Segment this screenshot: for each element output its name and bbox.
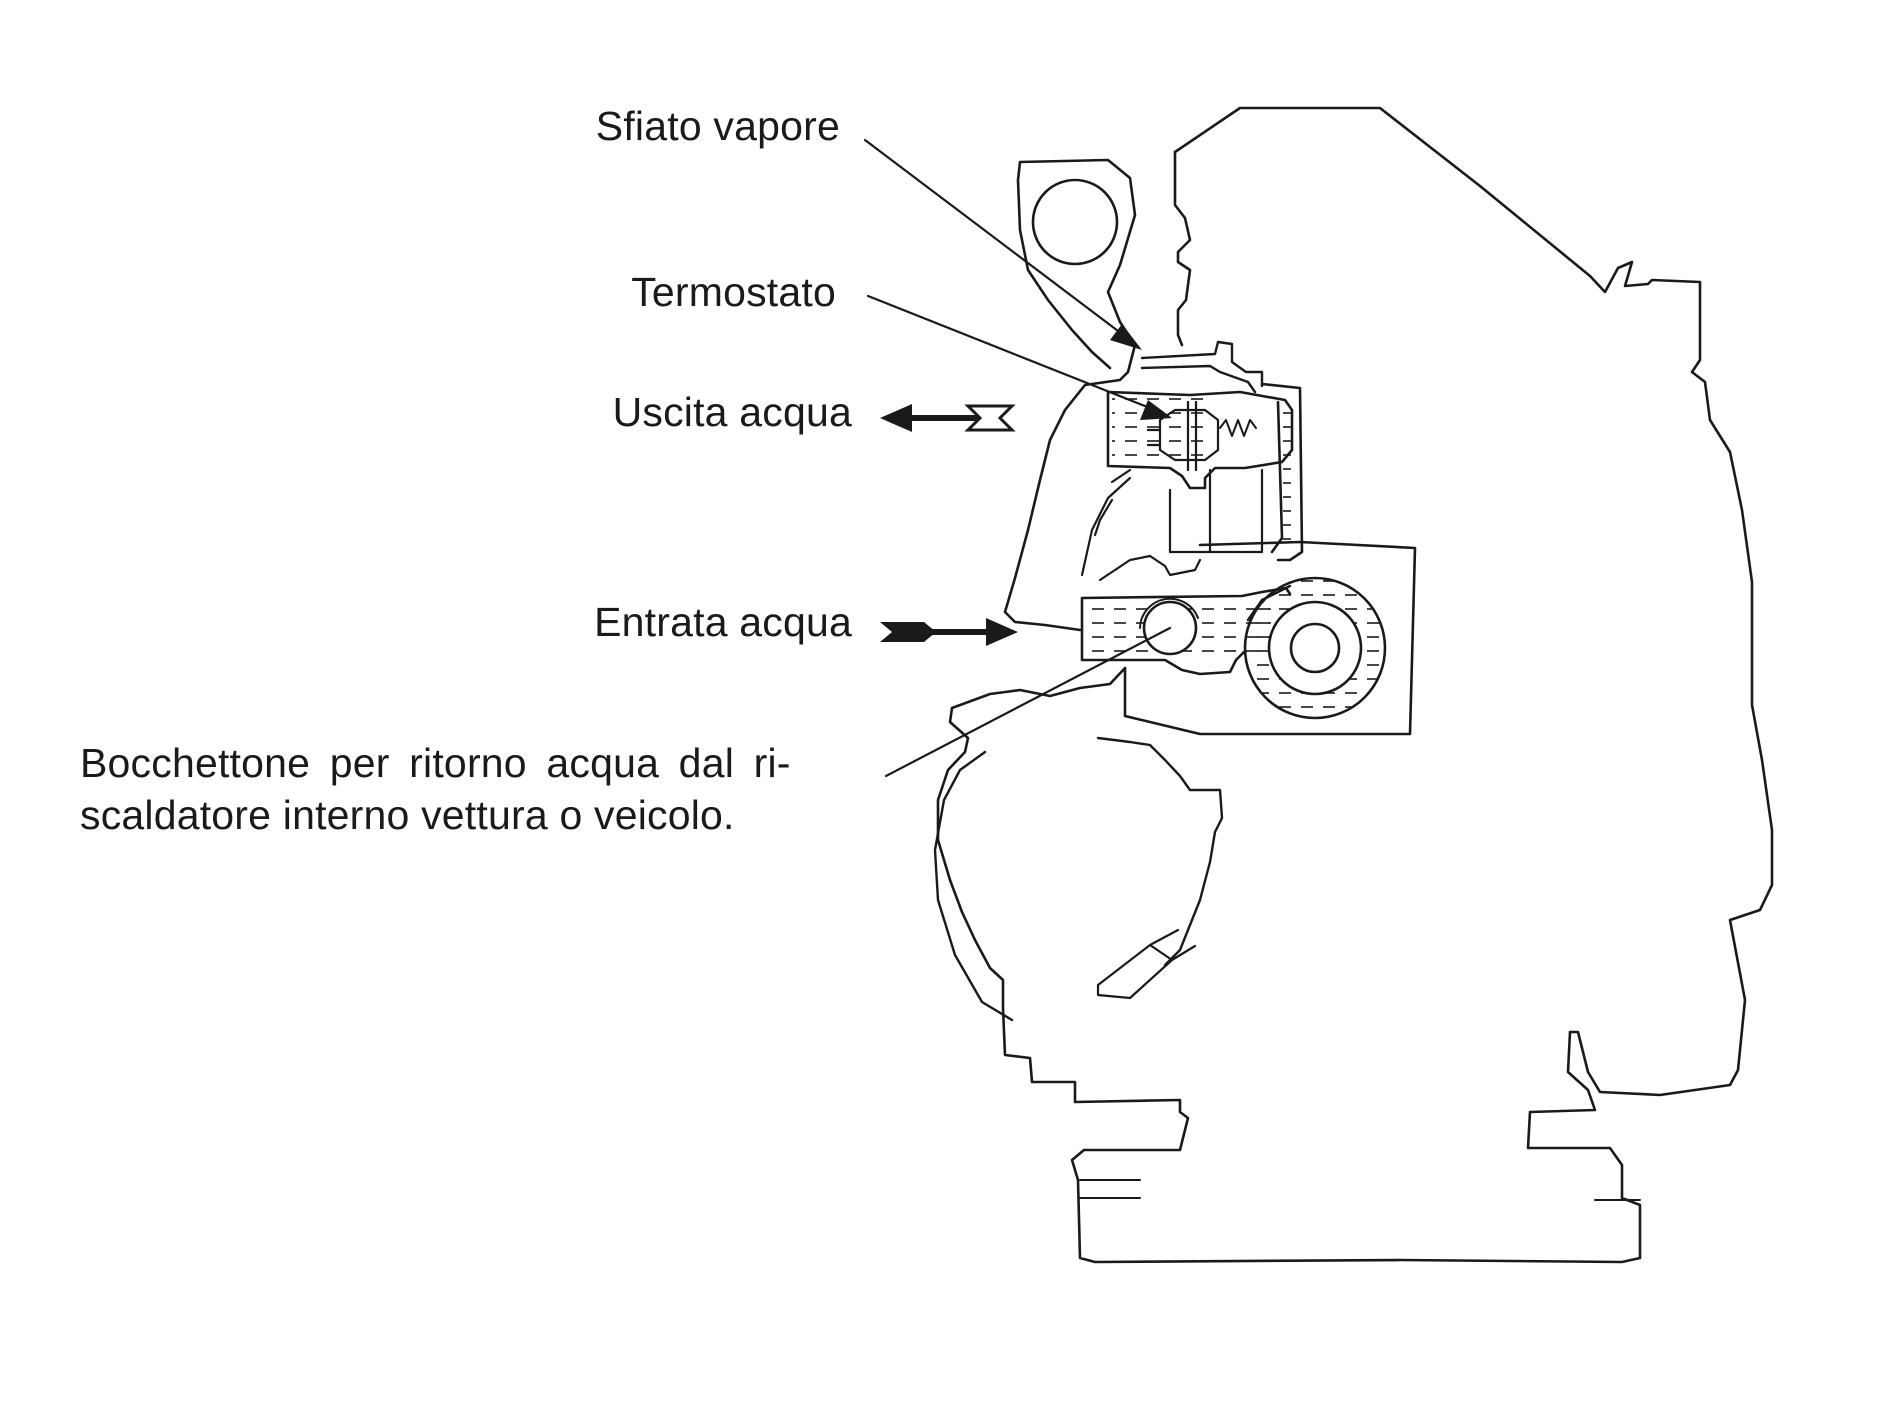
thermostat-housing <box>1106 390 1294 490</box>
sump-detail <box>1079 1179 1641 1201</box>
thermostat-valve <box>1146 400 1220 472</box>
dipstick <box>1096 928 1197 1000</box>
label-heater-return-line1: Bocchettone per ritorno acqua dal ri- <box>80 740 791 786</box>
label-heater-return-line2: scaldatore interno vettura o veicolo. <box>80 792 735 838</box>
inlet-port-ring <box>1139 597 1199 629</box>
riser-water <box>1283 400 1299 550</box>
arrowhead-termostato <box>1140 400 1172 420</box>
manifold-housing <box>1003 158 1137 632</box>
thermostat-spring <box>1219 419 1257 437</box>
outlet-flow-arrow <box>880 404 1016 432</box>
water-pump-shaft <box>1289 622 1341 674</box>
water-pump-volute <box>1246 584 1292 622</box>
leader-sfiato <box>863 138 1132 342</box>
block-passage <box>1093 468 1264 554</box>
steam-vent-pipe <box>1140 340 1264 394</box>
label-steam-vent: Sfiato vapore <box>595 103 840 149</box>
block-cavity <box>1080 476 1202 582</box>
label-water-outlet: Uscita acqua <box>612 389 852 435</box>
crank-chamber <box>933 736 1224 1022</box>
manifold-port-circle <box>1031 178 1119 266</box>
arrowhead-sfiato <box>1110 324 1142 350</box>
label-water-inlet: Entrata acqua <box>594 599 852 645</box>
leader-termostato <box>866 294 1162 414</box>
inlet-flow-arrow <box>880 618 1018 646</box>
leader-bocchettone <box>884 626 1172 778</box>
riser-pipe <box>1260 382 1304 562</box>
label-thermostat: Termostato <box>631 269 836 315</box>
cylinder-head-outline <box>1173 150 1192 347</box>
